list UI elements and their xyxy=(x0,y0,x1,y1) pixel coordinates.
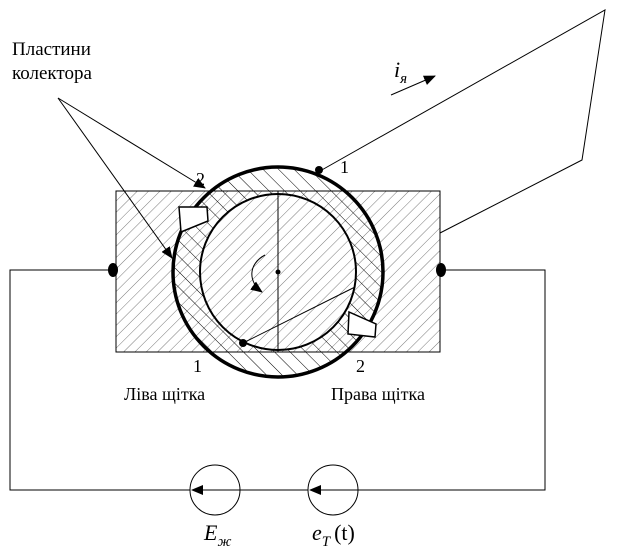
armature-current-label: iя xyxy=(394,57,407,87)
plate-number-top-right: 1 xyxy=(340,157,349,177)
rotation-arrow xyxy=(250,254,266,293)
circuit-wire xyxy=(9,269,546,491)
rotor-chord xyxy=(242,286,356,344)
current-direction-arrow xyxy=(390,75,436,96)
right-brush-terminal xyxy=(436,263,446,277)
insulation-gap-left xyxy=(178,206,209,234)
collector-plates-label-line1: Пластини xyxy=(12,39,91,60)
plate-number-bottom-left: 1 xyxy=(193,356,202,376)
pointer-arrow-top xyxy=(57,97,206,189)
source-e-t-label: eT(t) xyxy=(312,520,355,550)
insulation-gap-right xyxy=(347,310,377,338)
contact-dot-bottom xyxy=(239,339,247,347)
armature-winding xyxy=(319,9,606,234)
commutator-outer-edge xyxy=(171,165,385,379)
source-e-zh-label: Eж xyxy=(203,520,231,550)
plate-number-bottom-right: 2 xyxy=(356,356,365,376)
plate-number-top-left: 2 xyxy=(196,169,205,189)
contact-dot-top xyxy=(315,166,323,174)
rotor-center-dot xyxy=(275,269,281,275)
left-brush-terminal xyxy=(108,263,118,277)
left-brush-label: Ліва щітка xyxy=(124,384,205,404)
pointer-arrow-bottom xyxy=(57,97,173,259)
collector-plates-label-line2: колектора xyxy=(12,63,92,84)
right-brush-label: Права щітка xyxy=(331,384,425,404)
commutator-inner-edge xyxy=(199,193,357,351)
